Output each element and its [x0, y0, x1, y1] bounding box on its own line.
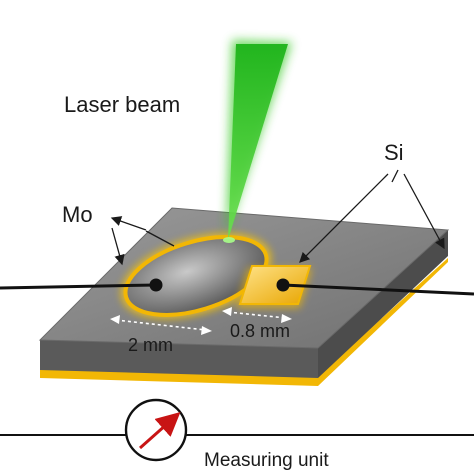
contact-dot-si	[276, 278, 290, 292]
wire-left	[0, 283, 157, 290]
wire-right	[282, 283, 474, 296]
label-si: Si	[384, 140, 404, 165]
gold-bottom-layer	[40, 258, 448, 386]
label-laser-beam: Laser beam	[64, 92, 180, 117]
dim-2mm-right-head	[201, 326, 212, 335]
mo-electrode	[120, 233, 272, 319]
mo-arrow-ellipse	[145, 230, 175, 247]
dim-0-8mm-right-head	[281, 314, 292, 323]
label-dim-2mm: 2 mm	[128, 335, 173, 355]
contact-dot-mo	[149, 278, 163, 292]
dim-line-0-8mm	[227, 311, 287, 319]
dial-gauge-icon	[124, 398, 188, 462]
label-measuring-unit: Measuring unit	[204, 450, 329, 471]
si-window	[236, 265, 312, 308]
dim-0-8mm-left-head	[222, 307, 232, 316]
label-mo: Mo	[62, 202, 93, 227]
plate-right-face	[318, 230, 448, 378]
circuit-wires	[0, 278, 474, 436]
dimension-markers	[115, 311, 287, 331]
plate-front-face	[40, 340, 318, 378]
si-arrow-bottom	[403, 173, 445, 250]
pointer-arrows	[110, 169, 445, 266]
si-arrow-top	[391, 169, 399, 183]
measuring-unit	[124, 398, 188, 462]
dimension-arrowheads	[110, 307, 292, 335]
mo-arrow-top	[110, 216, 147, 231]
label-dim-0-8mm: 0.8 mm	[230, 321, 290, 341]
meter-needle	[139, 412, 181, 450]
si-arrow-window	[299, 173, 389, 263]
laser-beam	[223, 40, 292, 243]
mo-arrow-bottom	[111, 227, 125, 266]
dim-2mm-left-head	[110, 315, 120, 324]
